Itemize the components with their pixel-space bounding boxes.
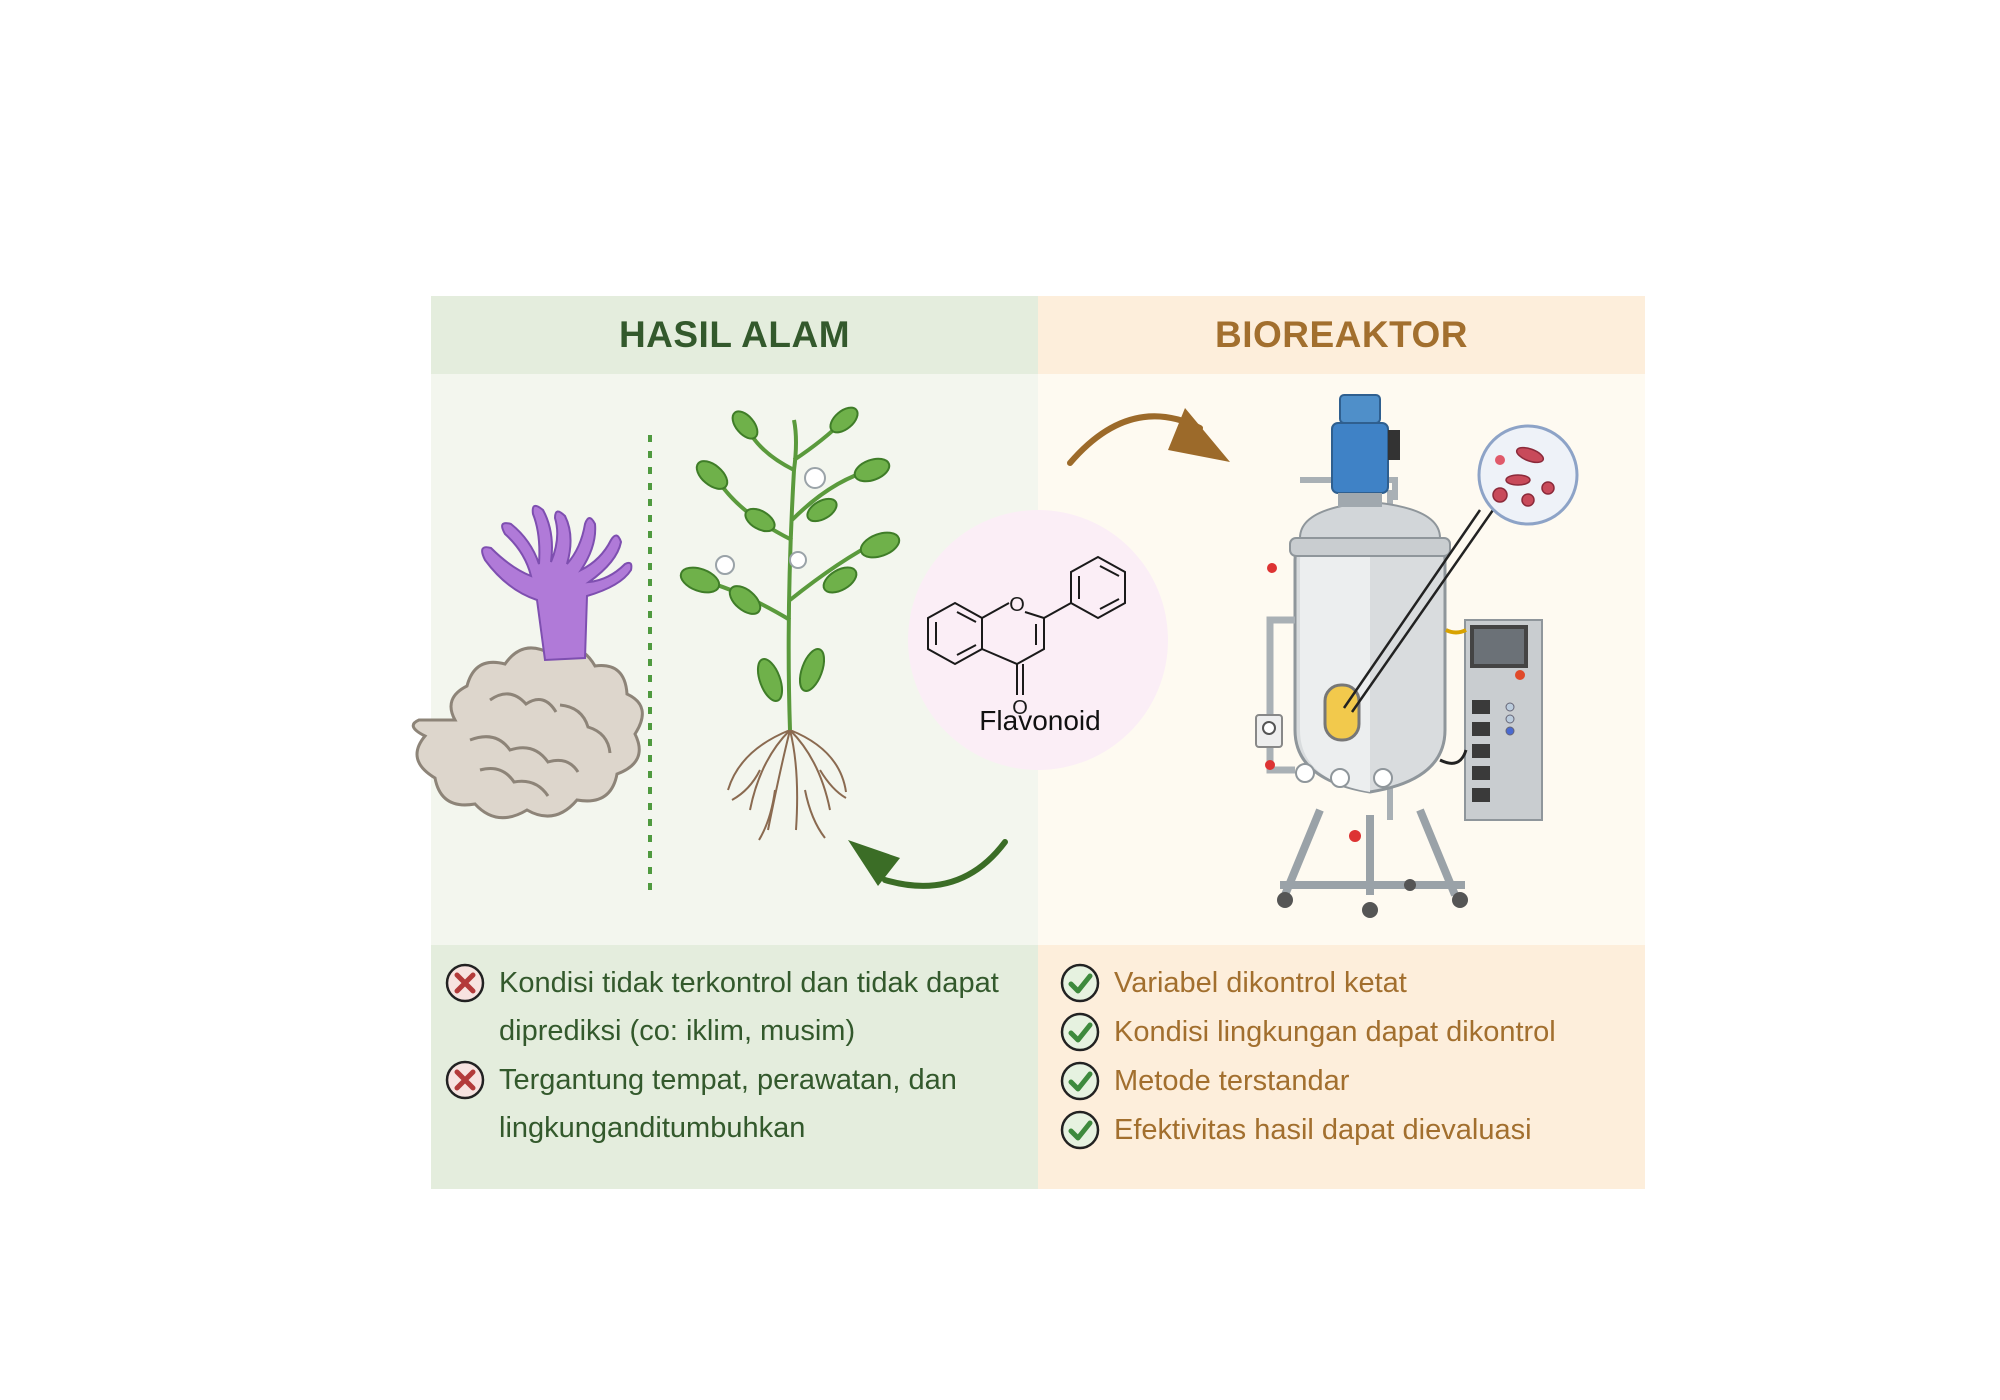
advantage-text: Kondisi lingkungan dapat dikontrol <box>1114 1016 1556 1048</box>
pea-plant-illustration <box>679 406 901 841</box>
cross-circle-icon <box>445 963 485 1003</box>
flavonoid-molecule: O O <box>908 510 1168 770</box>
coral-illustration <box>411 504 644 820</box>
hasil-alam-title: HASIL ALAM <box>618 314 851 355</box>
ring-oxygen-label: O <box>1009 594 1025 616</box>
check-circle-icon <box>1060 963 1100 1003</box>
list-item: Kondisi lingkungan dapat dikontrol <box>1060 1008 1556 1056</box>
list-item: Kondisi tidak terkontrol dan tidak dapat… <box>445 959 1019 1055</box>
keto-oxygen-label: O <box>1012 697 1028 719</box>
bioreaktor-title: BIOREAKTOR <box>1214 314 1469 355</box>
arrow-to-hasil-alam <box>848 839 1008 889</box>
check-circle-icon <box>1060 1061 1100 1101</box>
drawback-text: Kondisi tidak terkontrol dan tidak dapat… <box>499 967 999 1047</box>
bioreactor-illustration <box>1255 394 1579 918</box>
list-item: Tergantung tempat, perawatan, dan lingku… <box>445 1056 1019 1152</box>
hasil-alam-header: HASIL ALAM <box>431 296 1038 374</box>
advantage-text: Metode terstandar <box>1114 1065 1350 1097</box>
list-item: Variabel dikontrol ketat <box>1060 959 1407 1007</box>
bioreaktor-advantages-list: Variabel dikontrol ketat Kondisi lingkun… <box>1038 945 1645 1189</box>
advantage-text: Efektivitas hasil dapat dievaluasi <box>1114 1114 1532 1146</box>
flavonoid-label: Flavonoid <box>979 705 1101 736</box>
bioreaktor-header: BIOREAKTOR <box>1038 296 1645 374</box>
advantage-text: Variabel dikontrol ketat <box>1114 967 1407 999</box>
hasil-alam-drawbacks-list: Kondisi tidak terkontrol dan tidak dapat… <box>431 945 1038 1189</box>
check-circle-icon <box>1060 1012 1100 1052</box>
cross-circle-icon <box>445 1060 485 1100</box>
arrow-to-bioreaktor <box>1067 408 1230 466</box>
drawback-text: Tergantung tempat, perawatan, dan lingku… <box>499 1064 957 1144</box>
list-item: Efektivitas hasil dapat dievaluasi <box>1060 1106 1532 1154</box>
microbe-zoom-circle <box>1477 424 1579 526</box>
check-circle-icon <box>1060 1110 1100 1150</box>
list-item: Metode terstandar <box>1060 1057 1349 1105</box>
flavonoid-backdrop <box>908 510 1168 770</box>
